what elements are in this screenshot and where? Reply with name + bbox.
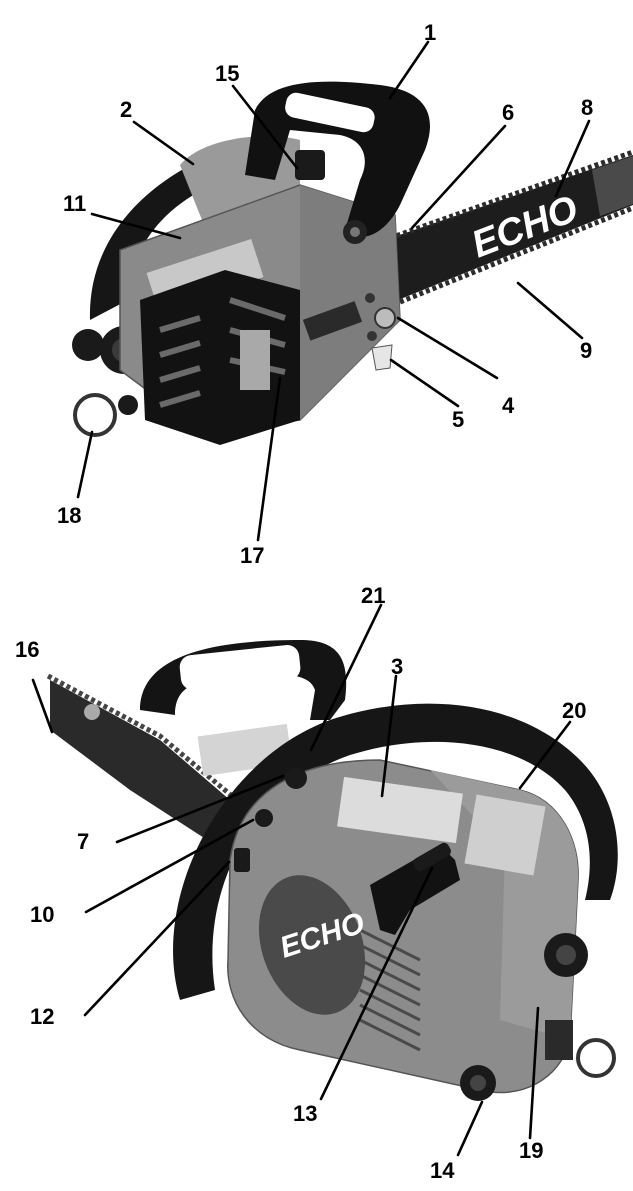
strap-ring (576, 1038, 616, 1078)
callout-5: 5 (452, 407, 464, 432)
housing-logo-badge: ECHO (258, 875, 369, 1015)
callout-17: 17 (240, 543, 264, 568)
bottom-chainsaw-illustration: ECHO (46, 640, 618, 1101)
top-handle (245, 81, 430, 237)
callout-4: 4 (502, 393, 515, 418)
callout-16: 16 (15, 637, 39, 662)
callout-11: 11 (63, 191, 86, 216)
stop-switch (234, 848, 250, 872)
callout-19: 19 (519, 1138, 543, 1163)
choke-knob (255, 809, 273, 827)
callout-12: 12 (30, 1004, 54, 1029)
callout-14: 14 (430, 1158, 455, 1183)
callout-13: 13 (293, 1101, 317, 1126)
lanyard-ring (73, 393, 117, 437)
top-chainsaw-illustration: ECHO (72, 81, 633, 445)
top-callouts: 1 15 2 6 8 11 4 9 5 18 17 (57, 20, 593, 568)
bottom-leader-lines (31, 603, 572, 1157)
callout-6: 6 (502, 100, 514, 125)
callout-10: 10 (30, 902, 54, 927)
guide-bar-rear (46, 673, 234, 845)
callout-8: 8 (581, 95, 593, 120)
oil-cap (285, 767, 307, 789)
cylinder-cover-grille (140, 270, 300, 445)
bottom-callouts: 21 16 3 20 7 10 12 13 19 14 (15, 583, 586, 1183)
callout-3: 3 (391, 654, 403, 679)
front-handle (173, 703, 618, 1000)
callout-2: 2 (120, 97, 132, 122)
callout-18: 18 (57, 503, 81, 528)
callout-9: 9 (580, 338, 592, 363)
callout-21: 21 (361, 583, 385, 608)
callout-20: 20 (562, 698, 586, 723)
callout-7: 7 (77, 829, 89, 854)
starter-handle (370, 845, 460, 935)
callout-15: 15 (215, 61, 239, 86)
top-leader-lines (76, 40, 591, 542)
guide-bar: ECHO (385, 149, 633, 305)
callout-1: 1 (424, 20, 436, 45)
